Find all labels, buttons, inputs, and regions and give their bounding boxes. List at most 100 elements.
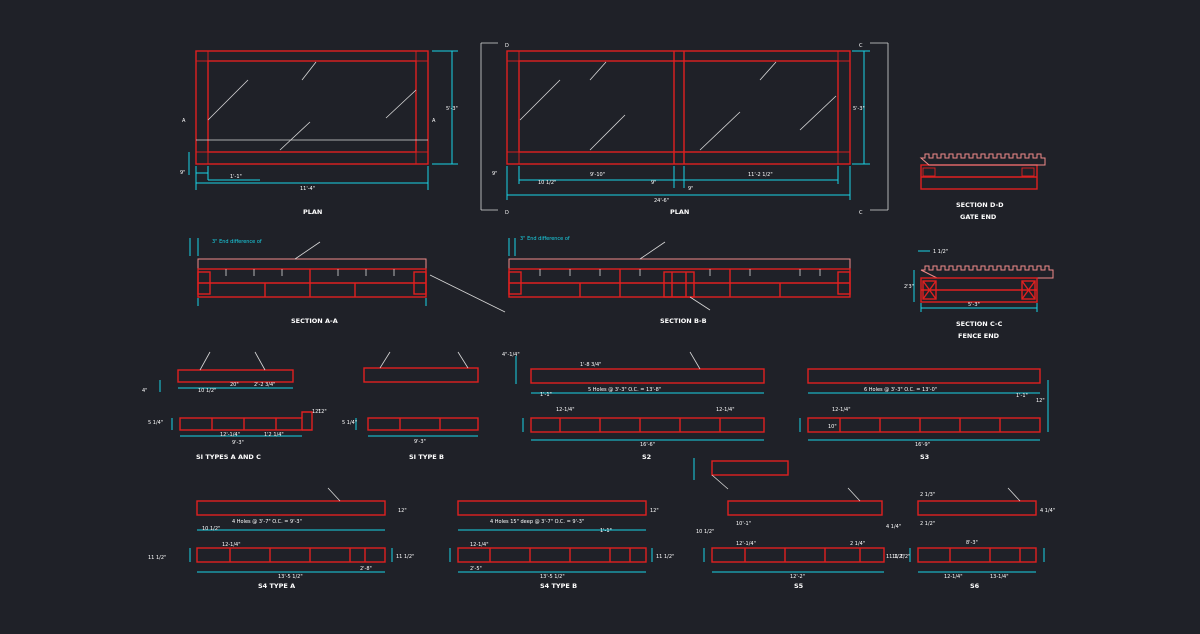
- dim-s5-g: 11 1/2": [886, 554, 904, 560]
- dim-s3-b: 12-1/4": [832, 407, 851, 413]
- dim-s4b-e: 11 1/2": [656, 554, 674, 560]
- dim-si-b-b: 5 1/4": [342, 420, 357, 426]
- cut-mark-a-right: A: [432, 118, 436, 124]
- dim-plan-right-seg3: 9": [651, 180, 656, 186]
- dim-si-ac-a: 20": [230, 382, 239, 388]
- dim-s4a-f: 11 1/2": [148, 555, 166, 561]
- dim-s2-d: 16'-6": [640, 442, 655, 448]
- s5-detail: 10'-1" 12'-1/4" 12'-2" 2 1/4" 10 1/2" 4 …: [693, 458, 904, 590]
- dim-s2-c: 12-1/4": [556, 407, 575, 413]
- dim-s4b-f: 1'-1": [600, 528, 612, 534]
- dim-s6-e: 13-1/4": [990, 574, 1009, 580]
- dim-s5-d: 2 1/4": [850, 541, 865, 547]
- dim-si-ac-b: 2'-2 3/4": [254, 382, 275, 388]
- dim-section-cc-height: 2'3": [904, 284, 914, 290]
- dim-plan-right-seg2: 9'-10": [590, 172, 605, 178]
- dim-plan-left-bottom: 11'-4": [300, 186, 315, 192]
- plan-right-title: PLAN: [670, 208, 689, 216]
- dim-s5-a: 10'-1": [736, 521, 751, 527]
- dim-s4a-a: 4 Holes @ 3'-7" O.C. = 9'-3": [232, 519, 302, 525]
- dim-si-ac-c: 10 1/2": [198, 388, 216, 394]
- section-aa-view: 3" End difference of SECTION A-A: [189, 238, 427, 325]
- dim-s3-e: 12": [1036, 398, 1045, 404]
- dim-s4a-e: 2'-8": [360, 566, 372, 572]
- s6-title: S6: [970, 582, 980, 590]
- dim-plan-left-small: 1'-1": [230, 174, 242, 180]
- dim-s5-f: 4 1/4": [886, 524, 901, 530]
- dim-plan-right-seg1: 10 1/2": [538, 180, 556, 186]
- dim-si-ac-i: 4": [142, 388, 147, 394]
- dim-s6-c: 8'-3": [966, 540, 978, 546]
- dim-s4a-g: 11 1/2": [396, 554, 414, 560]
- si-b-title: SI TYPE B: [409, 453, 444, 461]
- dim-s2-b: 5 Holes @ 3'-3" O.C. = 13'-8": [588, 387, 661, 393]
- si-type-b-detail: 12" 5 1/4" 9'-3" SI TYPE B: [318, 351, 479, 461]
- s2-detail: 1'-8 3/4" 5 Holes @ 3'-3" O.C. = 13'-8" …: [502, 351, 765, 461]
- dim-si-ac-f: 1'2 1/4": [264, 432, 284, 438]
- s5-title: S5: [794, 582, 804, 590]
- s4a-title: S4 TYPE A: [258, 582, 295, 590]
- s4-type-a-detail: 4 Holes @ 3'-7" O.C. = 9'-3" 12-1/4" 10 …: [148, 487, 414, 590]
- section-dd-view: SECTION D-D GATE END: [919, 153, 1046, 221]
- plan-right-view: 24'-6" 10 1/2" 9'-10" 9" 9" 11'-2 1/2" 9…: [480, 42, 889, 216]
- dim-plan-right-bottom: 24'-6": [654, 198, 669, 204]
- section-cc-view: 1 1/2" 2'3" 5'-3" SECTION C-C FENCE END: [904, 249, 1054, 340]
- dim-si-ac-e: 12'-1/4": [220, 432, 240, 438]
- dim-s4a-c: 10 1/2": [202, 526, 220, 532]
- dim-s4b-a: 4 Holes 15" deep @ 3'-7" O.C. = 9'-3": [490, 519, 584, 525]
- cut-mark-d-bottom: D: [505, 210, 509, 216]
- dim-s2-f: 12-1/4": [716, 407, 735, 413]
- section-bb-view: 3" End difference of SECTION B-B: [429, 236, 851, 325]
- dim-si-ac-d: 9'-3": [232, 440, 244, 446]
- plan-left-title: PLAN: [303, 208, 322, 216]
- dim-s4a-d: 13'-5 1/2": [278, 574, 303, 580]
- cut-mark-a-left: A: [182, 118, 186, 124]
- section-bb-title: SECTION B-B: [660, 317, 707, 325]
- section-dd-subtitle: GATE END: [960, 213, 997, 221]
- dim-section-cc-width: 5'-3": [968, 302, 980, 308]
- dim-s4a-h: 12": [398, 508, 407, 514]
- cut-mark-c-bottom: C: [859, 210, 863, 216]
- dim-plan-right-corner: 9": [492, 171, 497, 177]
- dim-s3-f: 10": [828, 424, 837, 430]
- dim-s4b-b: 12-1/4": [470, 542, 489, 548]
- section-cc-subtitle: FENCE END: [958, 332, 1000, 340]
- s6-detail: 2 1/3" 2 1/2" 8'-3" 12-1/4" 13-1/4" 11 1…: [892, 487, 1055, 590]
- dim-plan-right-seg4: 9": [688, 186, 693, 192]
- dim-plan-left-right: 5'-3": [446, 106, 458, 112]
- dim-s3-c: 16'-9": [915, 442, 930, 448]
- dim-s6-b: 2 1/2": [920, 521, 935, 527]
- dim-section-cc-top: 1 1/2": [933, 249, 948, 255]
- s3-title: S3: [920, 453, 929, 461]
- dim-s3-d: 1'-1": [1016, 393, 1028, 399]
- si-ac-title: SI TYPES A AND C: [196, 453, 261, 461]
- dim-si-b-c: 9'-3": [414, 439, 426, 445]
- si-types-a-c-detail: 20" 2'-2 3/4" 10 1/2" 9'-3" 12'-1/4" 1'2…: [142, 351, 321, 461]
- dim-s4a-b: 12-1/4": [222, 542, 241, 548]
- dim-si-ac-h: 12": [312, 409, 321, 415]
- dim-s5-c: 12'-2": [790, 574, 805, 580]
- dim-s4b-c: 13'-5 1/2": [540, 574, 565, 580]
- dim-s3-a: 6 Holes @ 3'-3" O.C. = 13'-0": [864, 387, 937, 393]
- dim-s6-d: 12-1/4": [944, 574, 963, 580]
- section-dd-title: SECTION D-D: [956, 201, 1004, 209]
- dim-s2-a: 1'-8 3/4": [580, 362, 601, 368]
- s3-detail: 6 Holes @ 3'-3" O.C. = 13'-0" 12-1/4" 16…: [799, 368, 1049, 461]
- s4-type-b-detail: 4 Holes 15" deep @ 3'-7" O.C. = 9'-3" 12…: [449, 500, 674, 590]
- dim-s6-a: 2 1/3": [920, 492, 935, 498]
- cut-mark-d-top: D: [505, 43, 509, 49]
- dim-s4b-g: 12": [650, 508, 659, 514]
- dim-s2-g: 1'-1": [540, 392, 552, 398]
- cut-mark-c-top: C: [859, 43, 863, 49]
- dim-si-ac-g: 5 1/4": [148, 420, 163, 426]
- section-aa-note: 3" End difference of: [212, 239, 262, 245]
- dim-plan-right-right: 5'-3": [853, 106, 865, 112]
- dim-plan-right-seg5: 11'-2 1/2": [748, 172, 773, 178]
- section-cc-title: SECTION C-C: [956, 320, 1003, 328]
- s2-title: S2: [642, 453, 651, 461]
- s4b-title: S4 TYPE B: [540, 582, 577, 590]
- plan-left-view: 11'-4" 1'-1" 9" 5'-3" A A PLAN: [180, 50, 458, 216]
- dim-s5-b: 12'-1/4": [736, 541, 756, 547]
